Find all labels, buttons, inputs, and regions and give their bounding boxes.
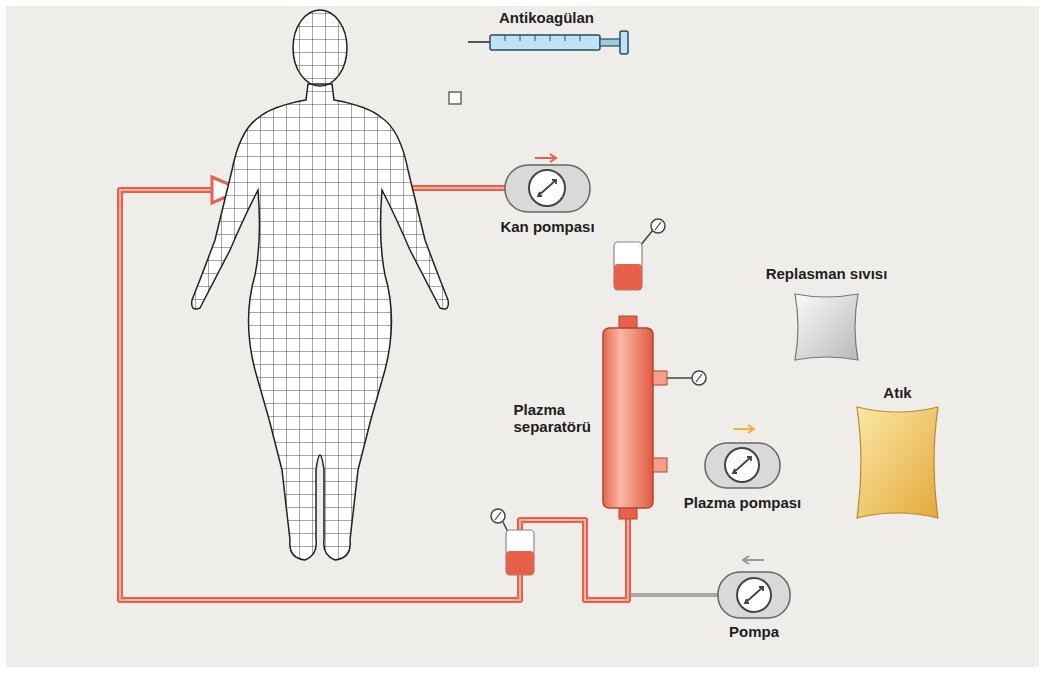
plasma-pump-part: [733, 457, 751, 473]
node-label: Kan pompası: [500, 218, 594, 235]
replacement-bag: Replasman sıvısı: [795, 294, 858, 360]
human-figure: [192, 10, 449, 560]
blood-pump-part: [538, 180, 556, 196]
waste-bag: Atık: [857, 407, 938, 518]
blood-pump-part: [535, 154, 556, 162]
node-label: Plazma pompası: [684, 494, 802, 511]
syringe: [468, 31, 628, 54]
drip-chamber-part: [640, 230, 653, 246]
drip-chamber-part: [655, 222, 661, 230]
replacement-pump-part: [718, 572, 790, 618]
syringe-part: [468, 41, 490, 43]
replacement-tubing: [631, 595, 718, 596]
drip-chamber-part: [495, 512, 501, 520]
drip-chamber-part: [491, 509, 505, 523]
node-label: Pompa: [729, 623, 779, 640]
node-label: Replasman sıvısı: [766, 265, 888, 282]
plasma-separator-part: [653, 458, 667, 472]
node-label: Plazma separatörü: [513, 400, 591, 435]
waste-bag-part: [857, 407, 938, 518]
plasma-separator-part: [603, 328, 653, 508]
blood-tubing-part: [400, 187, 505, 189]
plasma-pump-part: [725, 448, 759, 482]
plasma-separator-part: [692, 371, 706, 385]
plasma-separator: Plazma separatörü: [603, 316, 653, 519]
blood-pump: Kan pompası: [505, 165, 590, 212]
drip-chamber-part: [506, 551, 534, 575]
human-figure-part: [293, 10, 347, 86]
background: [6, 6, 1039, 667]
plasma-pump: [705, 425, 780, 488]
blood-tubing-part: [400, 185, 505, 191]
plasma-pump-part: [733, 425, 754, 433]
blood-pump: [505, 154, 590, 212]
plasma-pump-part: [705, 443, 780, 488]
node-label: Antikoagülan: [499, 9, 594, 26]
anticoagulant-syringe: Antikoagülan: [465, 30, 628, 55]
plasma-separator-part: [653, 371, 667, 385]
syringe-part: [600, 39, 620, 46]
plasma-pump: Plazma pompası: [705, 443, 780, 488]
blood-tubing-part: [520, 518, 628, 600]
drip-chamber-part: [651, 219, 665, 233]
replacement-pump: [718, 556, 790, 618]
blood-pump-part: [505, 165, 590, 212]
replacement-bag-part: [795, 294, 858, 360]
human-figure-part: [293, 10, 347, 86]
plasma-separator: [603, 316, 706, 519]
syringe-part: [505, 35, 580, 41]
replacement-pump-part: [743, 556, 764, 564]
node-label: Atık: [883, 384, 911, 401]
waste-bag: [857, 407, 938, 518]
replacement-bag: [795, 294, 858, 360]
connector-valve: [449, 92, 461, 104]
drip-chamber: [614, 219, 665, 290]
drip-chamber-part: [506, 530, 534, 575]
syringe-part: [620, 31, 628, 54]
blood-pump-part: [529, 170, 565, 206]
blood-tubing-part: [520, 518, 628, 600]
replacement-pump: Pompa: [718, 572, 790, 618]
drip-chamber: [491, 509, 534, 575]
plasma-separator-part: [696, 374, 702, 382]
drip-chamber-part: [614, 264, 642, 290]
human-figure-part: [192, 84, 449, 560]
drip-chamber-part: [614, 242, 642, 290]
replacement-tubing-part: [631, 593, 718, 597]
syringe-part: [490, 35, 600, 50]
plasma-separator-part: [667, 377, 692, 379]
replacement-pump-part: [745, 587, 763, 603]
human-figure-part: [192, 84, 449, 560]
replacement-pump-part: [737, 578, 771, 612]
